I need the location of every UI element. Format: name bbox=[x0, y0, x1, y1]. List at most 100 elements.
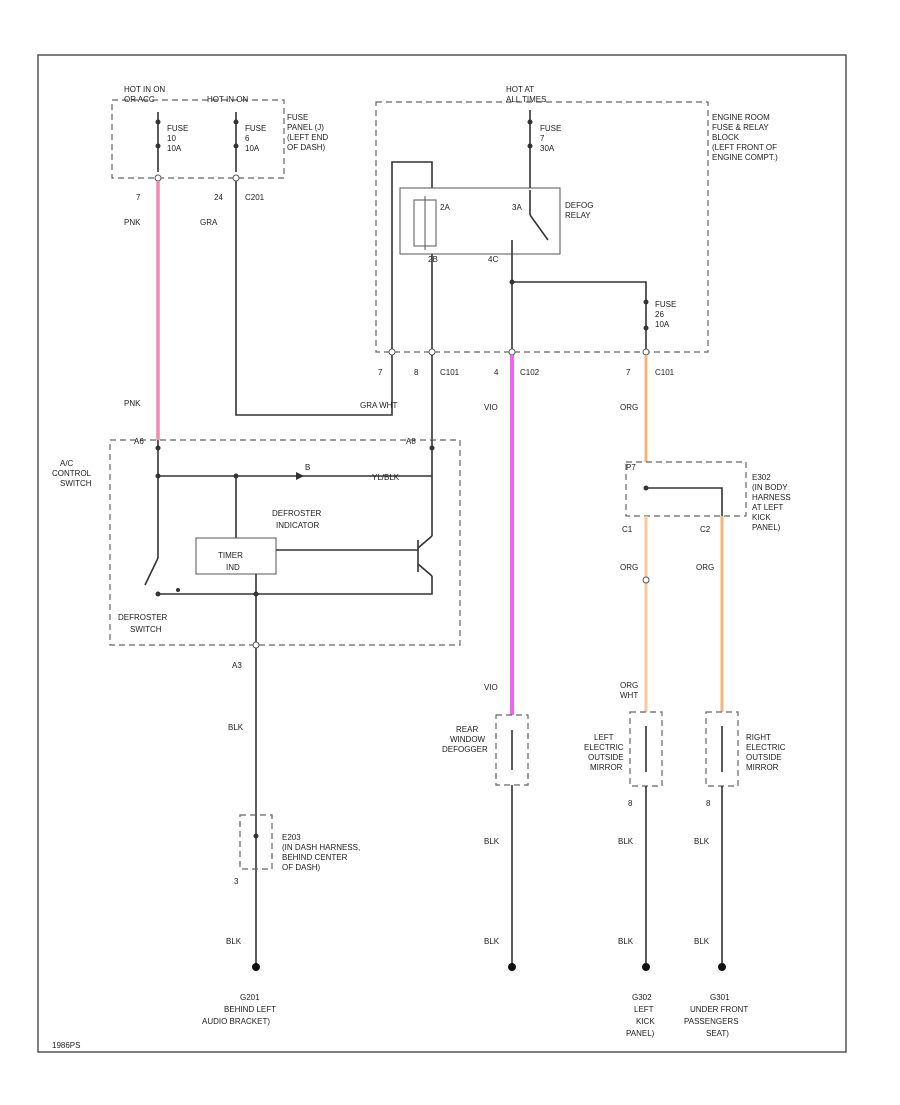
diode-symbol bbox=[296, 472, 304, 480]
e302-desc-3: AT LEFT bbox=[752, 503, 783, 512]
fuse-10-label: FUSE bbox=[167, 124, 188, 133]
e203-pin: 3 bbox=[234, 877, 239, 886]
defroster-switch-label-1: DEFROSTER bbox=[118, 613, 168, 622]
indicator-label-1: DEFROSTER bbox=[272, 509, 322, 518]
g301-desc-3: SEAT) bbox=[706, 1029, 729, 1038]
fuse-7-amp: 30A bbox=[540, 144, 555, 153]
e302-pin-c2: C2 bbox=[700, 525, 711, 534]
org-label-right: ORG bbox=[696, 563, 714, 572]
fuse-26-feed bbox=[512, 281, 647, 352]
switch-lbl-b: B bbox=[305, 463, 310, 472]
ac-switch-pin-a8: A8 bbox=[406, 437, 416, 446]
c102-conn-label: C102 bbox=[520, 368, 540, 377]
indicator-label-2: INDICATOR bbox=[276, 521, 319, 530]
g201-desc-1: BEHIND LEFT bbox=[224, 1005, 276, 1014]
fuse-panel-desc-4: OF DASH) bbox=[287, 143, 326, 152]
right-mirror-label-2: ELECTRIC bbox=[746, 743, 786, 752]
blk-label-5: BLK bbox=[618, 937, 634, 946]
c101-pin-b: 8 bbox=[414, 368, 419, 377]
fuse-panel-desc-2: PANEL (J) bbox=[287, 123, 324, 132]
gra-wht-wire-label: GRA WHT bbox=[360, 401, 397, 410]
left-mirror-conn-symbol bbox=[642, 576, 650, 584]
fuse-6-amp: 10A bbox=[245, 144, 260, 153]
defog-relay-box bbox=[399, 187, 561, 255]
fuse-10-bottom-node bbox=[155, 143, 161, 149]
c101b-pin: 7 bbox=[626, 368, 631, 377]
fuse-10-amp: 10A bbox=[167, 144, 182, 153]
g201-label: G201 bbox=[240, 993, 260, 1002]
transistor-collector bbox=[417, 535, 433, 549]
c102-pin: 4 bbox=[494, 368, 499, 377]
g301-label: G301 bbox=[710, 993, 730, 1002]
engine-desc-1: ENGINE ROOM bbox=[712, 113, 770, 122]
g302-desc-3: PANEL) bbox=[626, 1029, 655, 1038]
blk-label-1: BLK bbox=[226, 937, 242, 946]
e203-label: E203 bbox=[282, 833, 301, 842]
fuse-panel-desc-3: (LEFT END bbox=[287, 133, 328, 142]
engine-hot-label-2: ALL TIMES bbox=[506, 95, 546, 104]
g301-desc-1: UNDER FRONT bbox=[690, 1005, 748, 1014]
vio-label-top: VIO bbox=[484, 403, 498, 412]
engine-desc-3: BLOCK bbox=[712, 133, 740, 142]
rear-defogger-box bbox=[495, 714, 529, 786]
a3-pin-symbol bbox=[252, 641, 260, 649]
fuse-panel-hot-label-1b: OR ACC bbox=[124, 95, 155, 104]
e203-desc-2: BEHIND CENTER bbox=[282, 853, 348, 862]
blk-label-3: BLK bbox=[484, 937, 500, 946]
diagram-frame bbox=[37, 54, 847, 1053]
ac-switch-box bbox=[109, 439, 461, 646]
fuse-6-number: 6 bbox=[245, 134, 250, 143]
pnk-wire-label-bottom: PNK bbox=[124, 399, 141, 408]
fuse-10-top-node bbox=[155, 119, 161, 125]
rear-label-3: DEFOGGER bbox=[442, 745, 488, 754]
defroster-switch-node-2 bbox=[176, 588, 180, 592]
engine-desc-5: ENGINE COMPT.) bbox=[712, 153, 778, 162]
c101-pin-a: 7 bbox=[378, 368, 383, 377]
org-label-mid: ORG bbox=[620, 563, 638, 572]
e302-desc-2: HARNESS bbox=[752, 493, 791, 502]
rear-label-1: REAR bbox=[456, 725, 478, 734]
left-mirror-label-2: ELECTRIC bbox=[584, 743, 624, 752]
fuse-7-number: 7 bbox=[540, 134, 545, 143]
e302-pin-c1: C1 bbox=[622, 525, 633, 534]
engine-hot-label-1: HOT AT bbox=[506, 85, 534, 94]
right-mirror-pin: 8 bbox=[706, 799, 711, 808]
vio-label-bottom: VIO bbox=[484, 683, 498, 692]
engine-block-box bbox=[375, 101, 709, 353]
fuse-panel-desc-1: FUSE bbox=[287, 113, 308, 122]
fuse-26-bottom-node bbox=[643, 325, 649, 331]
relay-pin-4c: 4C bbox=[488, 255, 498, 264]
fuse-panel-conn-c201: C201 bbox=[245, 193, 265, 202]
defroster-switch-arm bbox=[144, 557, 159, 586]
org-wht-label: ORG bbox=[620, 681, 638, 690]
right-mirror-label-3: OUTSIDE bbox=[746, 753, 782, 762]
left-mirror-label-1: LEFT bbox=[594, 733, 614, 742]
c102-pin-4-symbol bbox=[508, 348, 516, 356]
fuse-26-top-node bbox=[643, 299, 649, 305]
relay-pin-2a: 2A bbox=[440, 203, 450, 212]
e203-desc-3: OF DASH) bbox=[282, 863, 321, 872]
footer-code: 1986PS bbox=[52, 1041, 80, 1050]
relay-contact-arm bbox=[529, 214, 549, 241]
org-wht-label-2: WHT bbox=[620, 691, 638, 700]
e302-box bbox=[625, 461, 747, 517]
blk-label-7: BLK bbox=[694, 937, 710, 946]
fuse-7-bottom-node bbox=[527, 143, 533, 149]
e302-desc-4: KICK bbox=[752, 513, 771, 522]
c101-pin-8-symbol bbox=[428, 348, 436, 356]
g302-label: G302 bbox=[632, 993, 652, 1002]
relay-label: DEFOG bbox=[565, 201, 593, 210]
timer-ground-node bbox=[253, 591, 259, 597]
c101b-conn-label: C101 bbox=[655, 368, 675, 377]
relay-pin-3a: 3A bbox=[512, 203, 522, 212]
pnk-wire-label-top: PNK bbox=[124, 218, 141, 227]
g302-ground-symbol bbox=[642, 963, 650, 971]
org-label-top: ORG bbox=[620, 403, 638, 412]
rear-defogger-ground bbox=[508, 963, 516, 971]
g201-desc-2: AUDIO BRACKET) bbox=[202, 1017, 270, 1026]
transistor-emitter-wire bbox=[256, 576, 433, 595]
defroster-switch-label-2: SWITCH bbox=[130, 625, 162, 634]
ac-switch-label-2: CONTROL bbox=[52, 469, 92, 478]
engine-desc-2: FUSE & RELAY bbox=[712, 123, 769, 132]
e302-pin-top: P7 bbox=[626, 463, 636, 472]
